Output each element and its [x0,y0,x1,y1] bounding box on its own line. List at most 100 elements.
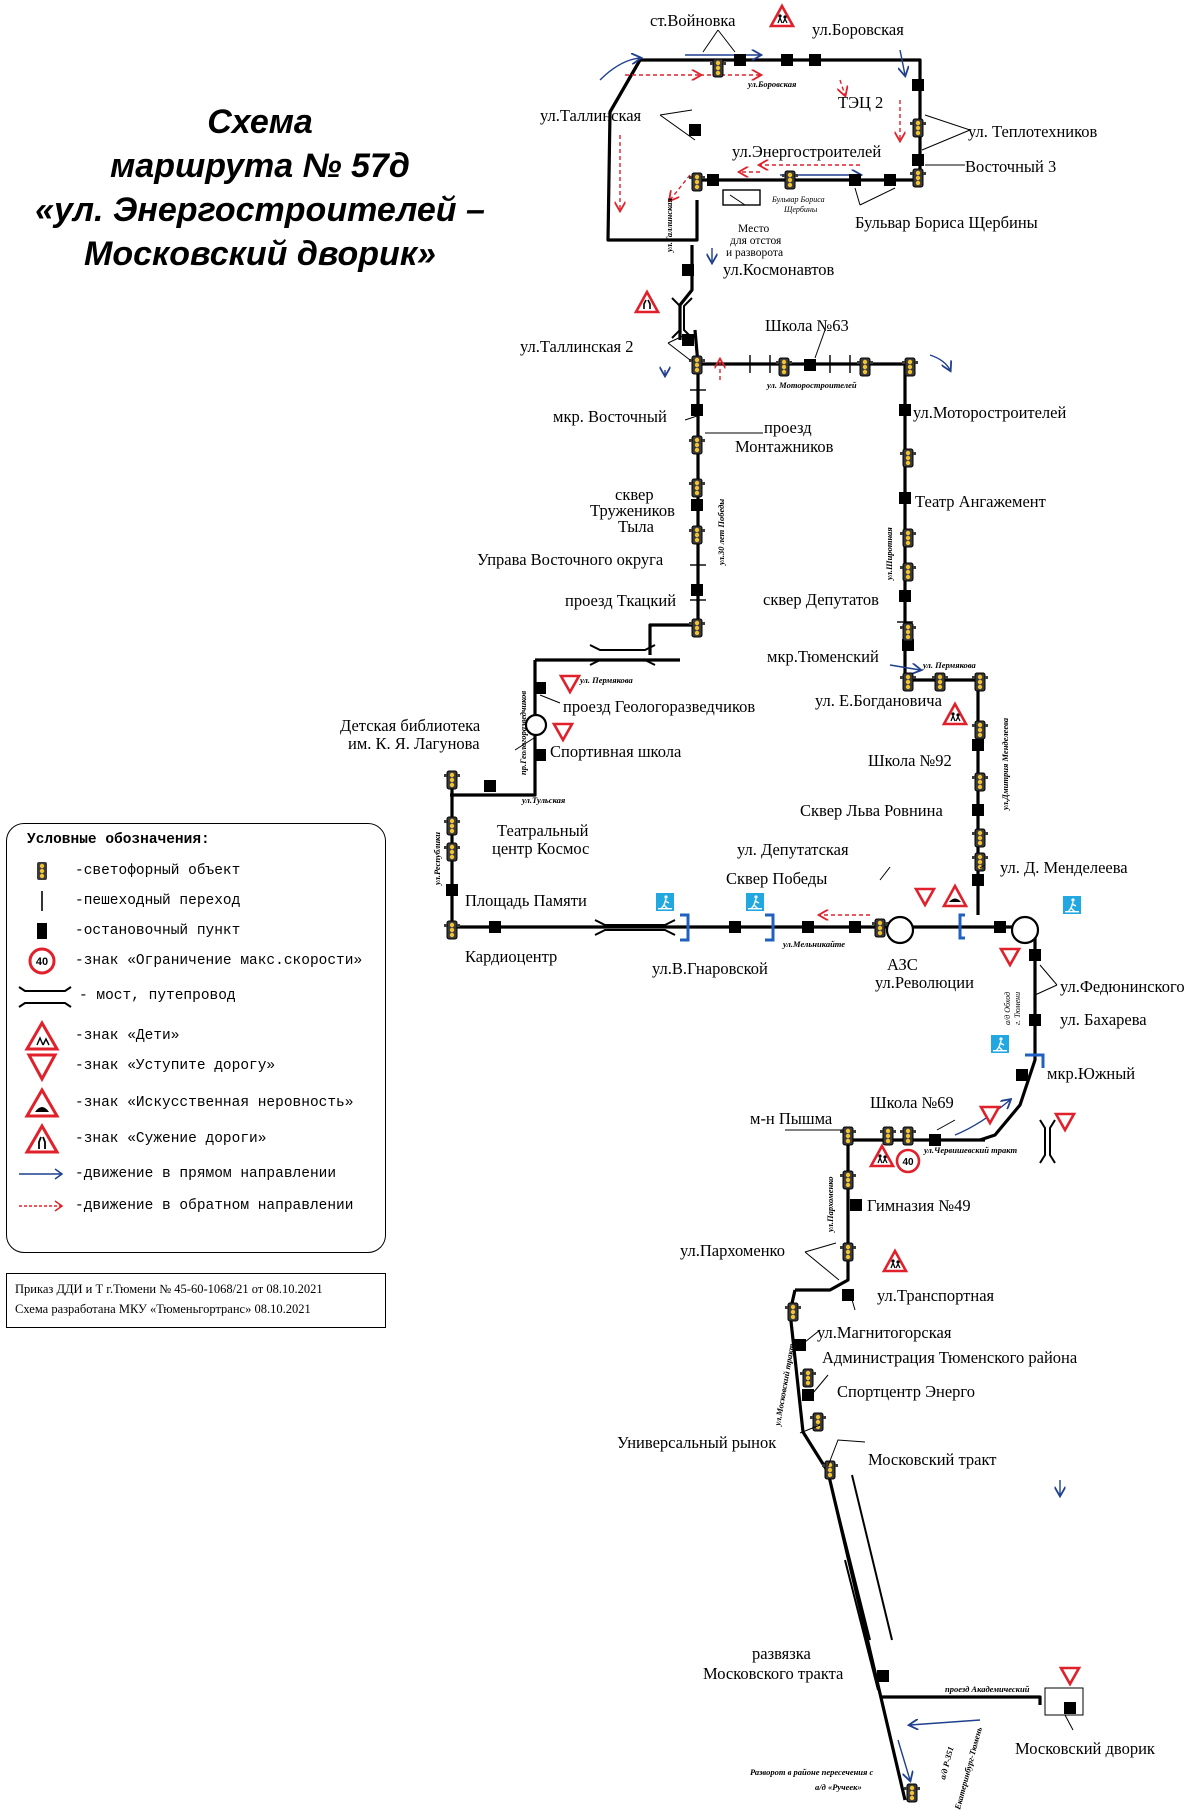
title-line-1: Схема [207,103,313,141]
street-respubliki: ул.Республики [432,832,442,886]
children-sign-icon [769,4,795,28]
label-shkola63: Школа №63 [765,316,849,335]
label-mkr-tyumensky: мкр.Тюменский [767,647,879,666]
label-azs: АЗС [887,955,918,974]
bump-sign-icon [942,884,968,908]
legend-item-forward: -движение в прямом направлении [17,1157,382,1191]
label-shkola69: Школа №69 [870,1093,954,1112]
forward-direction-arrows [599,50,1060,1780]
legend-label: -знак «Сужение дороги» [75,1131,267,1147]
bridge-icon [18,986,72,1008]
street-borovskaya: ул.Боровская [747,79,797,89]
label-biblioteka-2: им. К. Я. Лагунова [348,734,480,753]
parking-area [722,189,761,206]
legend-item-bridge: - мост, путепровод [17,979,382,1013]
label-skver-rovnina: Сквер Льва Ровнина [800,801,943,820]
label-uprava: Управа Восточного округа [477,550,664,569]
label-tallinskaya2: ул.Таллинская 2 [520,337,634,356]
order-note: Приказ ДДИ и Т г.Тюмени № 45-60-1068/21 … [6,1273,386,1328]
label-mesto-3: и разворота [726,247,783,259]
yield-sign-icon [979,1105,1001,1125]
label-skver-tr-2: Тружеников [590,501,675,520]
legend-item-crossing: -пешеходный переход [17,884,382,918]
road-signs: 40 [552,4,1082,1686]
label-moskovsky-trakt: Московский тракт [868,1450,997,1469]
label-teatr-kosmos-1: Театральный [497,821,589,840]
children-sign-icon [869,1144,895,1168]
legend-label: -пешеходный переход [75,893,241,909]
speed-limit-sign-icon: 40 [28,947,56,975]
label-skver-tr-1: сквер [615,485,654,504]
legend-item-speed-limit: 40 -знак «Ограничение макс.скорости» [17,944,382,978]
street-tulskaya: ул.Тульская [521,795,566,805]
label-administraciya: Администрация Тюменского района [822,1348,1078,1367]
underpasses [680,913,1045,1068]
label-teatr-kosmos-2: центр Космос [492,839,589,858]
legend-item-narrow: -знак «Сужение дороги» [17,1122,382,1156]
label-mendeleeva: ул. Д. Менделеева [1000,858,1128,877]
pedestrian-crossings [690,355,913,623]
label-gnarovskoy: ул.В.Гнаровской [652,959,768,978]
label-razvyazka-1: развязка [752,1644,812,1663]
street-shirotnaya: ул.Широтная [884,527,894,581]
children-sign-icon [882,1249,908,1273]
label-deputatskaya: ул. Депутатская [737,840,849,859]
forward-arrow-icon [19,1168,64,1180]
legend-item-reverse: -движение в обратном направлении [17,1189,382,1223]
label-univ-rynok: Универсальный рынок [617,1433,777,1452]
label-revolyutsii: ул.Революции [875,973,974,992]
yield-sign-icon [1054,1112,1076,1132]
reverse-direction-arrows [620,75,900,915]
children-sign-icon [24,1019,60,1051]
label-skver-tr-3: Тыла [618,517,655,536]
legend-item-stop: -остановочный пункт [17,914,382,948]
label-tets2: ТЭЦ 2 [838,93,883,112]
roundabouts [524,713,1040,945]
speed-limit-value: 40 [902,1157,914,1168]
yield-sign-icon [999,947,1021,967]
street-permyakova-w: ул. Пермякова [579,675,634,685]
label-teplotekhnikov: ул. Теплотехников [968,122,1098,141]
pedestrian-crossing-icon [41,891,43,911]
label-pyshma: м-н Пышма [750,1109,833,1128]
label-magnitogorskaya: ул.Магнитогорская [817,1323,952,1342]
legend-label: -светофорный объект [75,863,241,879]
label-biblioteka-1: Детская библиотека [340,716,481,735]
title-line-3: «ул. Энергостроителей – [35,191,485,229]
legend-label: -движение в прямом направлении [75,1166,337,1182]
legend: Условные обозначения: -светофорный объек… [6,823,386,1253]
label-shkola92: Школа №92 [868,751,952,770]
label-proezd-tkatsky: проезд Ткацкий [565,591,676,610]
street-bulvar-1: Бульвар Бориса [771,195,825,204]
street-obkhod-2: г. Тюмени [1013,992,1022,1025]
label-skver-pobedy: Сквер Победы [726,869,827,888]
street-r351-2: Екатеринбург-Тюмень [952,1726,984,1811]
route-segment-tkatsky [648,623,695,655]
route-segment-geologo [450,660,537,797]
street-geologo: пр.Геологоразведчиков [518,691,528,775]
label-razvorot-1: Разворот в районе пересечения с [750,1767,874,1777]
label-borovskaya: ул.Боровская [812,20,904,39]
order-line-2: Схема разработана МКУ «Тюменьгортранс» 0… [15,1302,311,1316]
road-narrows-sign-icon [24,1122,60,1154]
title-line-4: Московский дворик» [84,235,436,273]
street-motorostr: ул. Моторостроителей [766,380,857,390]
label-vostochny-mkr: мкр. Восточный [553,407,667,426]
label-kosmonavtov: ул.Космонавтов [723,260,835,279]
label-skver-deputatov: сквер Депутатов [763,590,879,609]
ped-crossing-sign-icon [655,892,675,912]
street-melnikaite: ул.Мельникайте [782,939,845,949]
roundabout-geologo [524,713,548,737]
route-segment-akademichesky [880,1695,1042,1705]
label-parkhomenko: ул.Пархоменко [680,1241,785,1260]
route-segment-chervishevsky [795,1138,985,1292]
narrow-sign-icon [914,887,936,907]
route-line [450,58,1042,1801]
label-voinovka: ст.Войновка [650,11,736,30]
label-proezd-geologo: проезд Геологоразведчиков [563,697,755,716]
bus-stop-icon [37,923,47,939]
legend-item-yield: -знак «Уступите дорогу» [17,1049,382,1083]
traffic-light-icon [37,862,47,880]
label-razvorot-2: а/д «Ручеек» [815,1782,862,1792]
